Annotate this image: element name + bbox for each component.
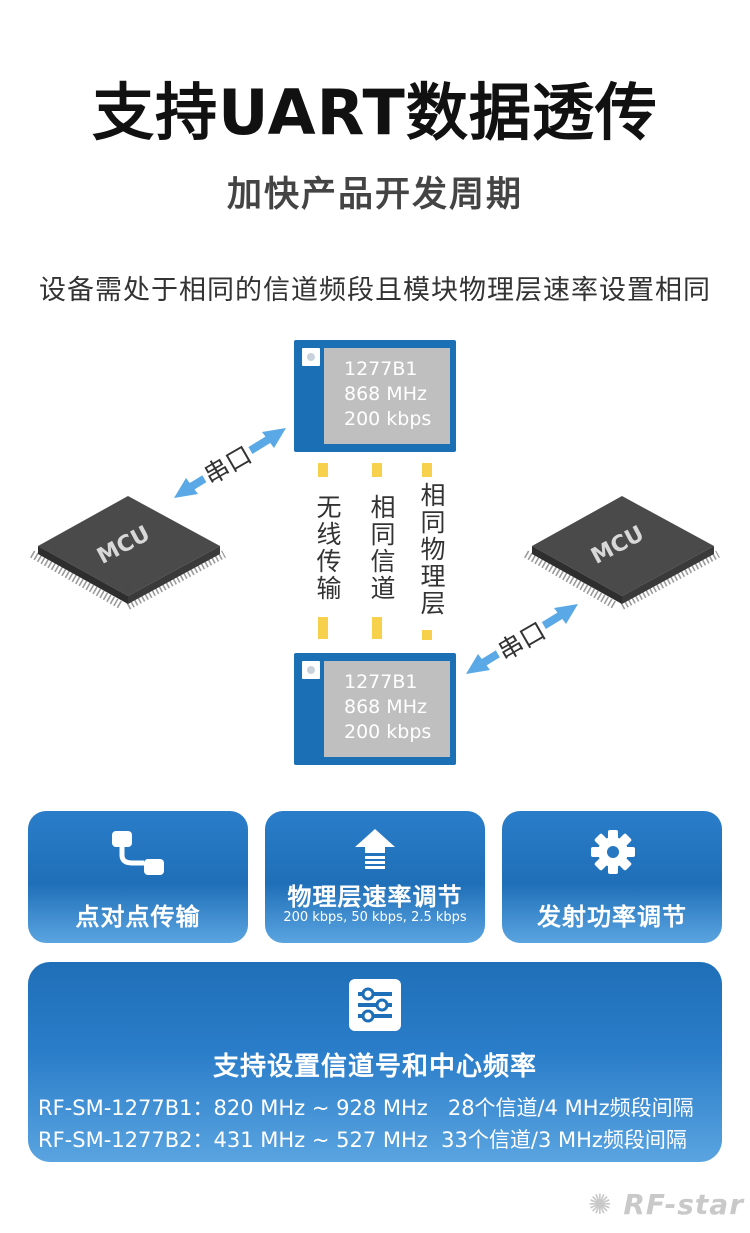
link-dash xyxy=(318,463,328,477)
module-shield xyxy=(324,661,450,757)
gear-icon xyxy=(591,830,635,874)
feature-title: 点对点传输 xyxy=(75,903,201,931)
link-dash xyxy=(318,617,328,639)
link-dash xyxy=(372,463,382,477)
rate-up-icon xyxy=(355,829,395,869)
brand-swirl-icon: ✺ xyxy=(588,1188,613,1221)
module-rate: 200 kbps xyxy=(344,721,432,743)
module-frequency: 868 MHz xyxy=(344,383,427,405)
requirement-note: 设备需处于相同的信道频段且模块物理层速率设置相同 xyxy=(39,275,711,306)
spec-line-1277b1: RF-SM-1277B1：820 MHz ~ 928 MHz 28个信道/4 M… xyxy=(38,1096,694,1120)
link-label-same-phy: 相同物理层 xyxy=(417,482,446,617)
rf-module-top: 1277B1 868 MHz 200 kbps xyxy=(294,340,456,452)
antenna-pad-icon xyxy=(302,348,320,366)
link-dash xyxy=(422,463,432,477)
connection-icon xyxy=(112,831,164,875)
page-subtitle: 加快产品开发周期 xyxy=(226,175,523,215)
feature-card-p2p: 点对点传输 xyxy=(28,811,248,943)
link-dash xyxy=(372,617,382,639)
page-title: 支持UART数据透传 xyxy=(92,76,658,149)
rf-module-bottom: 1277B1 868 MHz 200 kbps xyxy=(294,653,456,765)
module-shield xyxy=(324,348,450,444)
module-model: 1277B1 xyxy=(344,358,418,380)
feature-card-tx-power: 发射功率调节 xyxy=(502,811,722,943)
link-dash xyxy=(422,630,432,640)
link-label-wireless: 无线传输 xyxy=(313,494,342,602)
spec-line-1277b2: RF-SM-1277B2：431 MHz ~ 527 MHz 33个信道/3 M… xyxy=(38,1128,687,1152)
settings-sliders-icon xyxy=(349,979,401,1031)
link-label-same-channel: 相同信道 xyxy=(367,494,396,602)
feature-title: 发射功率调节 xyxy=(537,903,687,931)
module-model: 1277B1 xyxy=(344,671,418,693)
antenna-pad-icon xyxy=(302,661,320,679)
brand-name: RF-star xyxy=(623,1188,744,1221)
feature-title: 物理层速率调节 xyxy=(287,883,463,911)
mcu-chip-left: MCU xyxy=(29,496,226,610)
channel-settings-panel: 支持设置信道号和中心频率 RF-SM-1277B1：820 MHz ~ 928 … xyxy=(28,962,722,1162)
feature-subtitle: 200 kbps, 50 kbps, 2.5 kbps xyxy=(283,910,467,925)
brand-logo: ✺ RF-star xyxy=(588,1188,744,1221)
module-rate: 200 kbps xyxy=(344,408,432,430)
module-frequency: 868 MHz xyxy=(344,696,427,718)
mcu-chip-right: MCU xyxy=(523,496,720,610)
channel-panel-title: 支持设置信道号和中心频率 xyxy=(212,1052,537,1082)
feature-card-phy-rate: 物理层速率调节 200 kbps, 50 kbps, 2.5 kbps xyxy=(265,811,485,943)
